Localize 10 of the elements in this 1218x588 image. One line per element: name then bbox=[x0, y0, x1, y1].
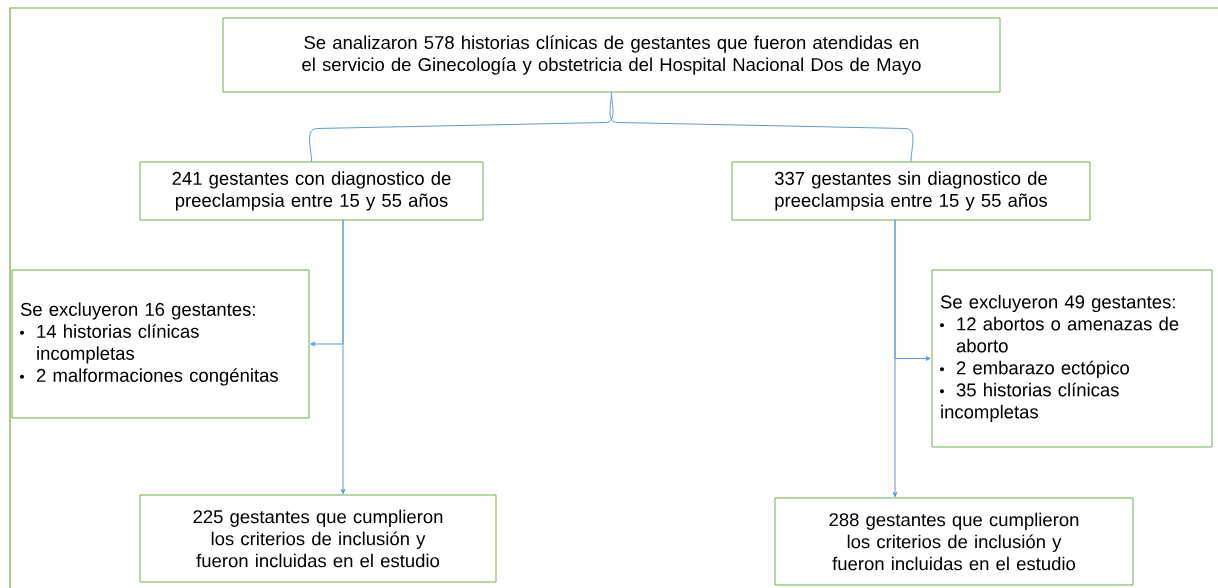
text-box: 337 gestantes sin diagnostico de preeclampsia entre 15 y 55 años bbox=[731, 161, 1091, 221]
text-box: 288 gestantes que cumplieron los criterios de inclusión y fueron incluidas en el estudio bbox=[774, 497, 1134, 586]
text-box: Se analizaron 578 historias clínicas de gestantes que fueron atendidas en el servicio de Ginecología y obstetricia del Hospital Nacional Dos de Mayo bbox=[222, 17, 1001, 93]
text-box: Se excluyeron 49 gestantes: 12 abortos o amenazas de aborto 2 embarazo ectópico 35 historias clínicas incompletas bbox=[931, 269, 1213, 448]
connector bbox=[892, 219, 898, 498]
connector bbox=[340, 219, 346, 495]
connector bbox=[609, 92, 914, 162]
text-box: 225 gestantes que cumplieron los criterios de inclusión y fueron incluidas en el estudio bbox=[139, 494, 497, 583]
text-box: 241 gestantes con diagnostico de preeclampsia entre 15 y 55 años bbox=[139, 161, 484, 221]
text-box: Se excluyeron 16 gestantes: 14 historias clínicas incompletas 2 malformaciones congénitas bbox=[11, 269, 310, 419]
